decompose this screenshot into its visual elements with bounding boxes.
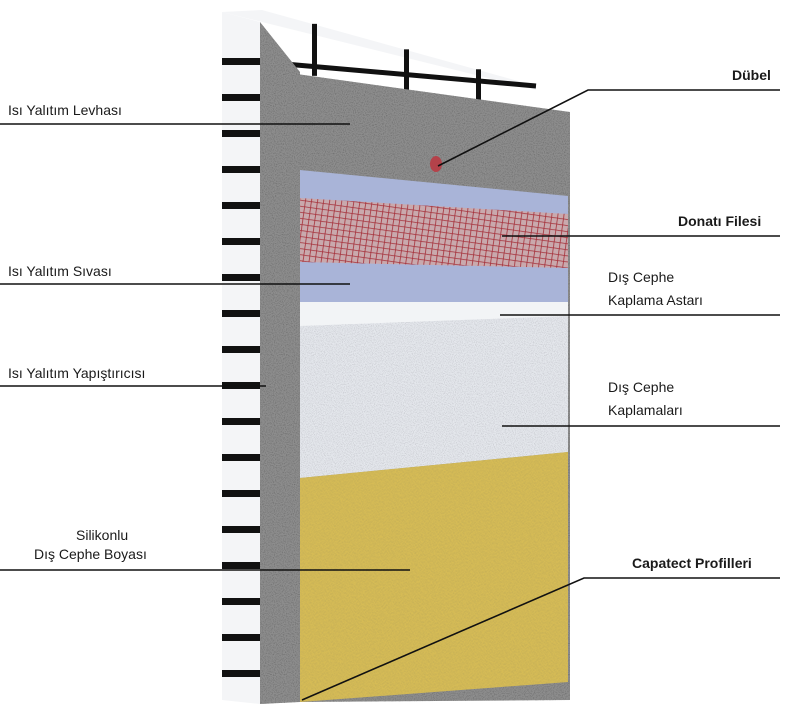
brick-wall	[222, 10, 537, 704]
label-silicone-paint-line2: Dış Cephe Boyası	[34, 546, 147, 562]
label-primer-line2: Kaplama Astarı	[608, 292, 703, 308]
label-coating-line2: Kaplamaları	[608, 402, 683, 418]
mortar-joint	[222, 418, 260, 425]
mortar-joint	[222, 166, 260, 173]
brick-wall-top	[222, 10, 536, 90]
mortar-joint	[222, 94, 260, 101]
leader-lines	[0, 89, 780, 701]
top-mortar-joint	[476, 69, 481, 122]
leader-profiles	[301, 577, 780, 701]
mortar-joint	[222, 202, 260, 209]
label-silicone-paint-line1: Silikonlu	[76, 527, 128, 543]
reinforcement-mesh-layer	[300, 198, 568, 268]
dowel-head	[430, 156, 442, 172]
label-dowel: Dübel	[732, 67, 771, 83]
mortar-joint	[222, 598, 260, 605]
label-mesh: Donatı Filesi	[678, 213, 761, 229]
mortar-joint	[222, 670, 260, 677]
mortar-joint	[222, 238, 260, 245]
mortar-joint	[222, 526, 260, 533]
label-insulation-plaster: Isı Yalıtım Sıvası	[8, 263, 112, 279]
brick-wall-top-mortar	[261, 23, 537, 122]
mortar-joint	[222, 454, 260, 461]
mortar-joint	[222, 58, 260, 65]
dowel	[430, 156, 442, 172]
label-insulation-board: Isı Yalıtım Levhası	[8, 102, 122, 118]
mortar-joint	[222, 310, 260, 317]
label-coating-line1: Dış Cephe	[608, 379, 674, 395]
mortar-joint	[222, 274, 260, 281]
leader-dowel	[437, 89, 780, 167]
top-mortar-bed	[261, 59, 537, 89]
mortar-joint	[222, 634, 260, 641]
mortar-joint	[222, 562, 260, 569]
silicone-paint-texture	[300, 452, 568, 702]
mortar-joint	[222, 490, 260, 497]
brick-wall-mortar	[222, 58, 260, 677]
label-primer-line1: Dış Cephe	[608, 269, 674, 285]
label-insulation-adhesive: Isı Yalıtım Yapıştırıcısı	[8, 365, 145, 381]
label-profiles: Capatect Profilleri	[632, 555, 752, 571]
exterior-coating-texture	[300, 316, 568, 478]
insulation-board-edge-texture	[260, 22, 300, 704]
top-mortar-joint	[312, 23, 317, 76]
mortar-joint	[222, 346, 260, 353]
mortar-joint	[222, 130, 260, 137]
